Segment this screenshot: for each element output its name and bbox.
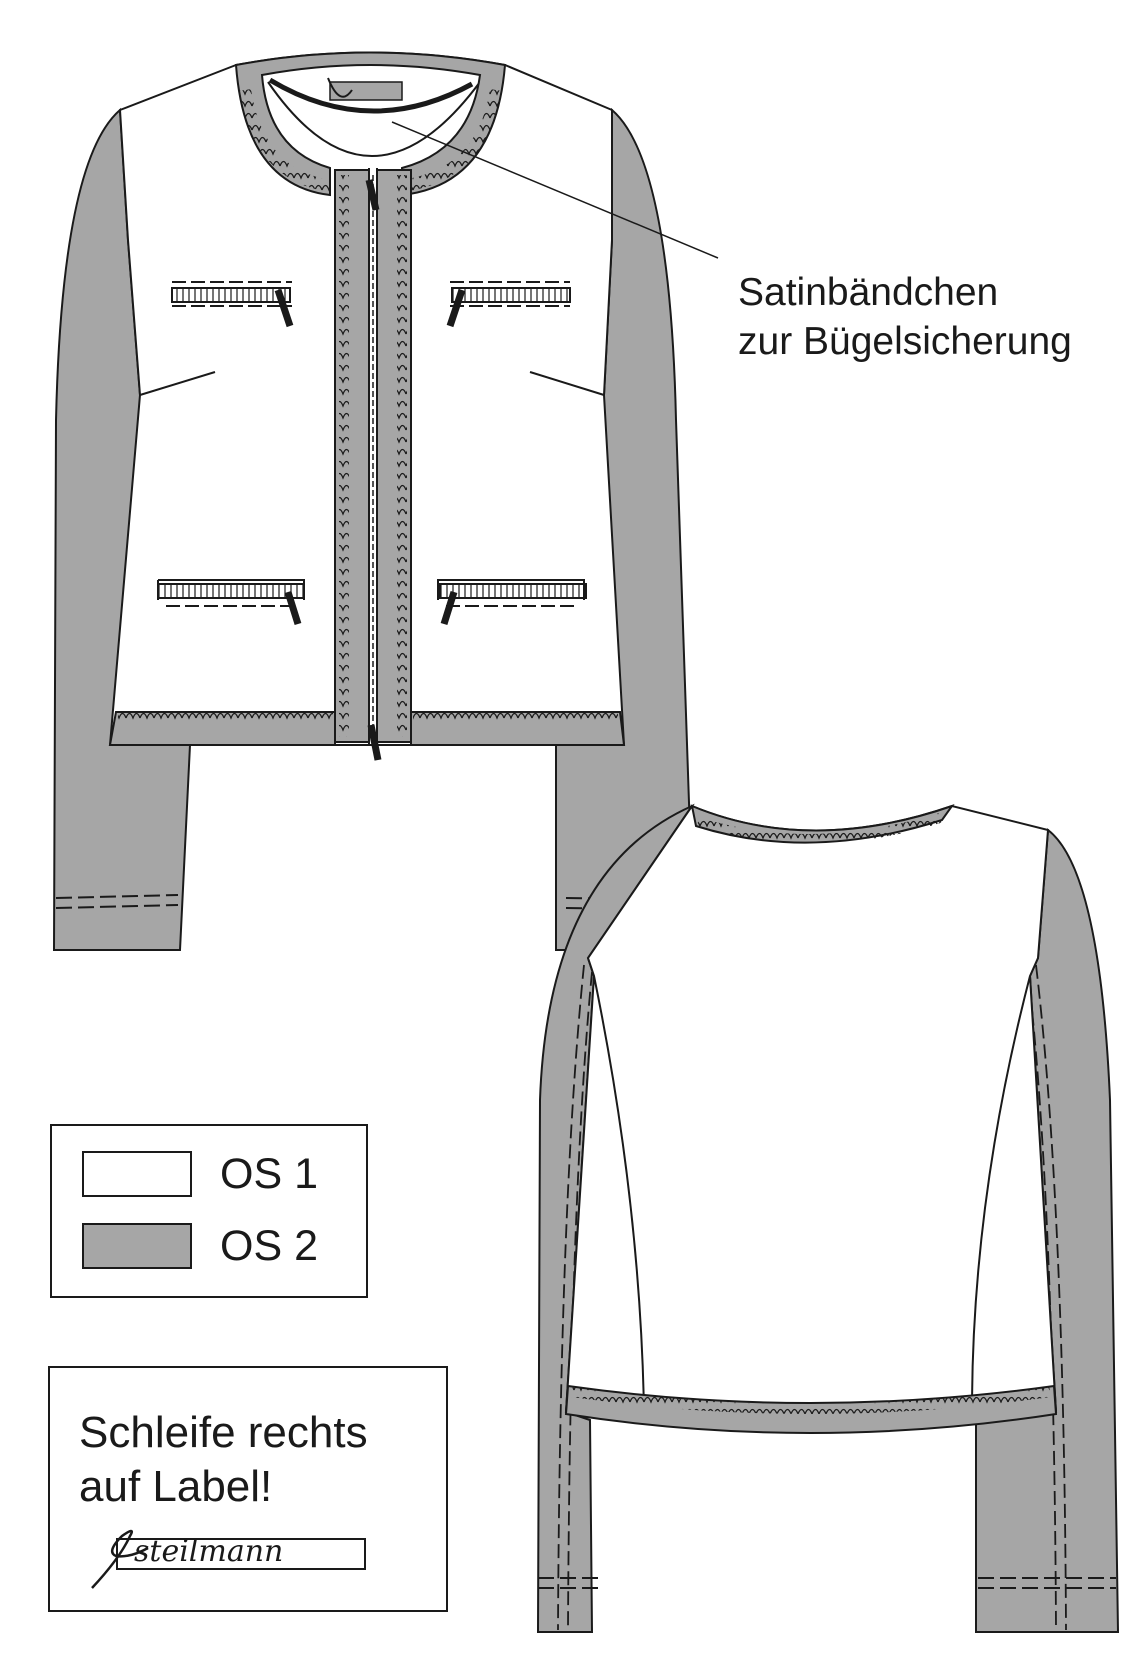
fabric-legend: OS 1 OS 2 bbox=[50, 1124, 368, 1298]
back-cuff-stitches bbox=[538, 1577, 1116, 1589]
zipper-pull-top bbox=[365, 179, 380, 211]
chest-pocket-right bbox=[446, 281, 571, 328]
note-line-2: auf Label! bbox=[79, 1462, 273, 1511]
note-line-1: Schleife rechts bbox=[79, 1408, 368, 1457]
lower-pocket-right bbox=[437, 579, 587, 626]
legend-item-os1: OS 1 bbox=[82, 1150, 318, 1198]
satin-ribbon bbox=[268, 77, 474, 114]
chest-pocket-left bbox=[171, 281, 294, 328]
legend-label-os1: OS 1 bbox=[220, 1149, 318, 1198]
brand-label-tag: steilmann bbox=[91, 1529, 366, 1589]
label-note-box: Schleife rechts auf Label! steilmann bbox=[48, 1366, 448, 1612]
bow-loop-icon bbox=[91, 1529, 149, 1589]
callout-line-2: zur Bügelsicherung bbox=[738, 320, 1072, 363]
lower-pocket-left bbox=[157, 579, 305, 626]
brand-label-text: steilmann bbox=[134, 1534, 284, 1569]
back-right-sleeve bbox=[975, 828, 1120, 1633]
back-view bbox=[536, 803, 1120, 1633]
label-note: Schleife rechts auf Label! bbox=[79, 1406, 368, 1514]
front-view bbox=[52, 51, 719, 951]
legend-item-os2: OS 2 bbox=[82, 1222, 318, 1270]
satin-ribbon-callout: Satinbändchen zur Bügelsicherung bbox=[738, 268, 1072, 366]
callout-line-1: Satinbändchen bbox=[738, 271, 999, 314]
legend-swatch-os1 bbox=[82, 1151, 192, 1197]
back-left-sleeve bbox=[536, 803, 695, 1633]
legend-label-os2: OS 2 bbox=[220, 1221, 318, 1270]
legend-swatch-os2 bbox=[82, 1223, 192, 1269]
callout-leader bbox=[391, 121, 719, 259]
zipper-pull-bottom bbox=[367, 724, 382, 761]
